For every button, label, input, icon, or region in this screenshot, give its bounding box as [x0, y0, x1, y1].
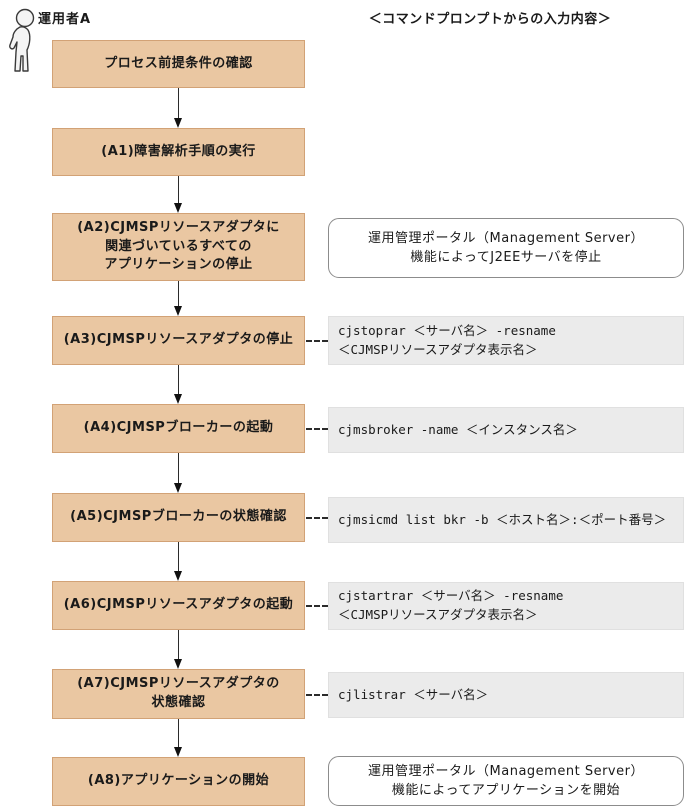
- command-box-a7: cjlistrar ＜サーバ名＞: [328, 672, 684, 718]
- command-box-a5: cjmsicmd list bkr -b ＜ホスト名＞:＜ポート番号＞: [328, 497, 684, 543]
- step-box-a5: (A5)CJMSPブローカーの状態確認: [52, 493, 305, 542]
- step-box-a1: (A1)障害解析手順の実行: [52, 128, 305, 176]
- flow-arrow: [174, 453, 183, 493]
- step-box-a6: (A6)CJMSPリソースアダプタの起動: [52, 581, 305, 630]
- flow-arrow: [174, 719, 183, 757]
- flow-arrow: [174, 365, 183, 404]
- flow-arrow: [174, 630, 183, 669]
- dashed-connector: [306, 694, 328, 696]
- arrowhead-icon: [174, 118, 182, 128]
- arrowhead-icon: [174, 659, 182, 669]
- dashed-connector: [306, 517, 328, 519]
- arrowhead-icon: [174, 747, 182, 757]
- arrowhead-icon: [174, 571, 182, 581]
- command-box-a4: cjmsbroker -name ＜インスタンス名＞: [328, 407, 684, 453]
- command-prompt-header: ＜コマンドプロンプトからの入力内容＞: [368, 12, 612, 27]
- arrowhead-icon: [174, 306, 182, 316]
- step-box-start: プロセス前提条件の確認: [52, 40, 305, 88]
- step-box-a3: (A3)CJMSPリソースアダプタの停止: [52, 316, 305, 365]
- command-box-a3: cjstoprar ＜サーバ名＞ -resname ＜CJMSPリソースアダプタ…: [328, 316, 684, 365]
- portal-note-a2: 運用管理ポータル（Management Server） 機能によってJ2EEサー…: [328, 218, 684, 278]
- flow-arrow: [174, 88, 183, 128]
- arrowhead-icon: [174, 483, 182, 493]
- actor-label: 運用者A: [38, 12, 92, 27]
- person-icon: [9, 8, 35, 72]
- command-box-a6: cjstartrar ＜サーバ名＞ -resname ＜CJMSPリソースアダプ…: [328, 582, 684, 630]
- dashed-connector: [306, 428, 328, 430]
- arrowhead-icon: [174, 394, 182, 404]
- step-box-a7: (A7)CJMSPリソースアダプタの 状態確認: [52, 669, 305, 719]
- flow-arrow: [174, 176, 183, 213]
- arrowhead-icon: [174, 203, 182, 213]
- step-box-a4: (A4)CJMSPブローカーの起動: [52, 404, 305, 453]
- dashed-connector: [306, 605, 328, 607]
- dashed-connector: [306, 340, 328, 342]
- step-box-a8: (A8)アプリケーションの開始: [52, 757, 305, 806]
- portal-note-a8: 運用管理ポータル（Management Server） 機能によってアプリケーシ…: [328, 756, 684, 806]
- flow-arrow: [174, 542, 183, 581]
- step-box-a2: (A2)CJMSPリソースアダプタに 関連づいているすべての アプリケーションの…: [52, 213, 305, 281]
- flow-arrow: [174, 281, 183, 316]
